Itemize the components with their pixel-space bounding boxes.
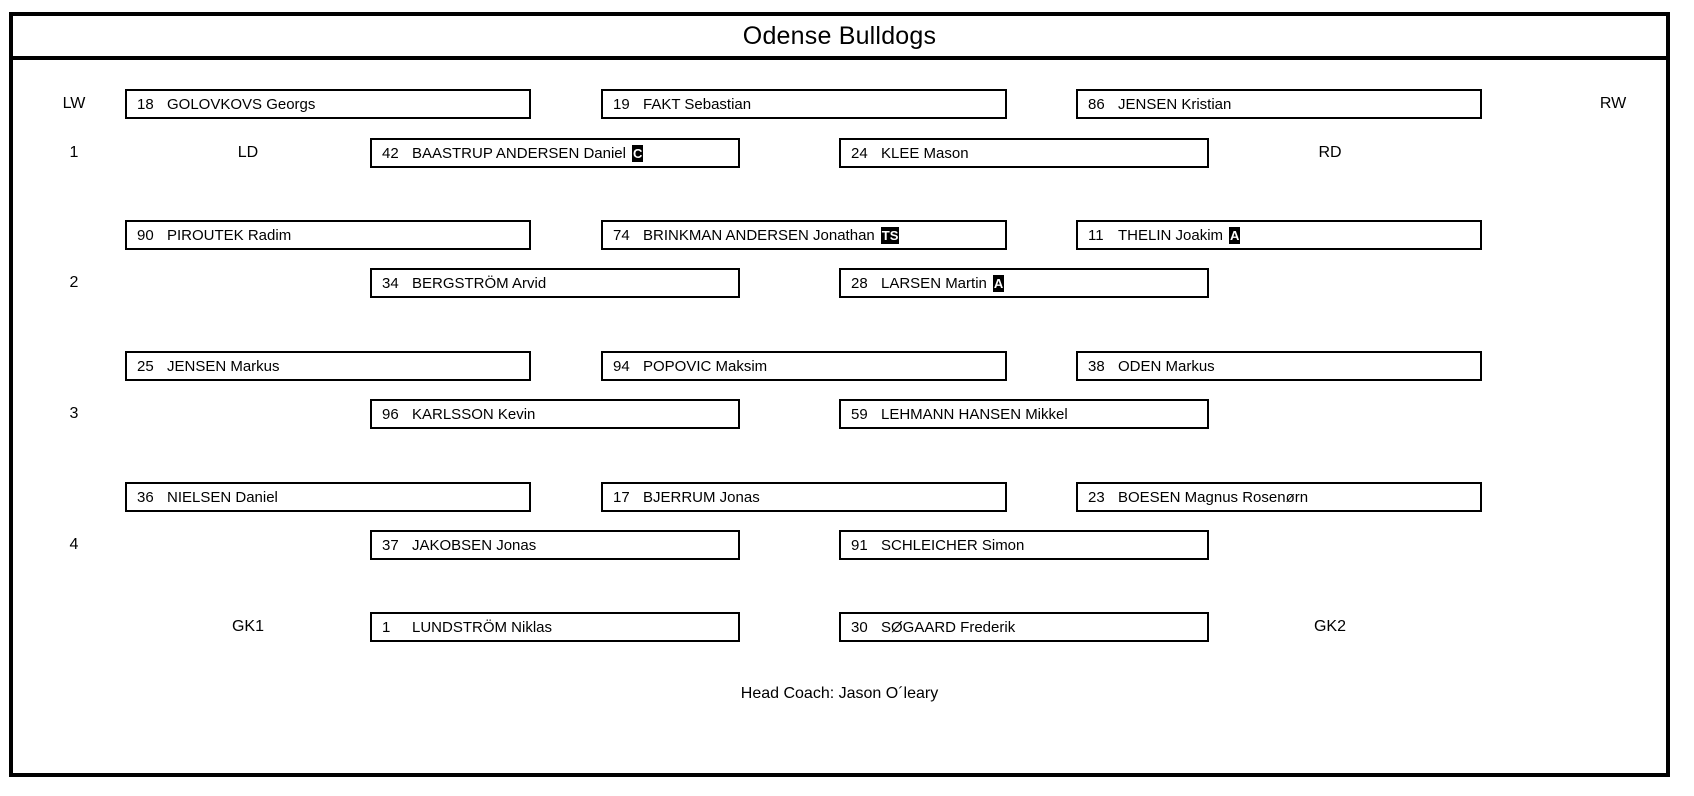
player-box[interactable]: 59 LEHMANN HANSEN Mikkel: [839, 399, 1209, 429]
player-jersey: 38: [1088, 357, 1105, 375]
player-name: SØGAARD Frederik: [881, 618, 1016, 636]
player-box[interactable]: 17 BJERRUM Jonas: [601, 482, 1007, 512]
player-box[interactable]: 24 KLEE Mason: [839, 138, 1209, 168]
player-jersey: 34: [382, 274, 399, 292]
player-box[interactable]: 90 PIROUTEK Radim: [125, 220, 531, 250]
line-number: 2: [69, 274, 79, 291]
player-jersey: 86: [1088, 95, 1105, 113]
player-name: KLEE Mason: [881, 144, 969, 162]
player-name: LARSEN Martin: [881, 274, 987, 292]
player-name: BAASTRUP ANDERSEN Daniel: [412, 144, 626, 162]
page-title: Odense Bulldogs: [742, 21, 937, 50]
player-jersey: 90: [137, 226, 154, 244]
player-name: JAKOBSEN Jonas: [412, 536, 537, 554]
position-label-gk2: GK2: [1313, 618, 1346, 635]
player-name: LUNDSTRÖM Niklas: [412, 618, 553, 636]
player-jersey: 96: [382, 405, 399, 423]
player-jersey: 36: [137, 488, 154, 506]
player-box[interactable]: 38 ODEN Markus: [1076, 351, 1482, 381]
player-jersey: 94: [613, 357, 630, 375]
player-jersey: 74: [613, 226, 630, 244]
player-name: THELIN Joakim: [1118, 226, 1224, 244]
player-jersey: 23: [1088, 488, 1105, 506]
player-name: SCHLEICHER Simon: [881, 536, 1025, 554]
player-name: LEHMANN HANSEN Mikkel: [881, 405, 1068, 423]
player-box[interactable]: 74 BRINKMAN ANDERSEN Jonathan TS: [601, 220, 1007, 250]
player-jersey: 25: [137, 357, 154, 375]
player-jersey: 37: [382, 536, 399, 554]
player-box[interactable]: 94 POPOVIC Maksim: [601, 351, 1007, 381]
goalie-box[interactable]: 1 LUNDSTRÖM Niklas: [370, 612, 740, 642]
player-box[interactable]: 25 JENSEN Markus: [125, 351, 531, 381]
position-label-lw: LW: [62, 95, 86, 112]
player-jersey: 1: [382, 618, 391, 636]
line-number: 3: [69, 405, 79, 422]
player-box[interactable]: 42 BAASTRUP ANDERSEN Daniel C: [370, 138, 740, 168]
player-box[interactable]: 19 FAKT Sebastian: [601, 89, 1007, 119]
line-number: 1: [69, 144, 79, 161]
player-name: BRINKMAN ANDERSEN Jonathan: [643, 226, 875, 244]
player-jersey: 91: [851, 536, 868, 554]
head-coach-text: Head Coach: Jason O´leary: [740, 685, 939, 702]
player-box[interactable]: 34 BERGSTRÖM Arvid: [370, 268, 740, 298]
player-box[interactable]: 37 JAKOBSEN Jonas: [370, 530, 740, 560]
alternate-captain-badge: A: [1229, 226, 1241, 244]
player-box[interactable]: 96 KARLSSON Kevin: [370, 399, 740, 429]
player-box[interactable]: 18 GOLOVKOVS Georgs: [125, 89, 531, 119]
position-label-gk1: GK1: [231, 618, 264, 635]
player-jersey: 24: [851, 144, 868, 162]
player-jersey: 17: [613, 488, 630, 506]
player-box[interactable]: 28 LARSEN Martin A: [839, 268, 1209, 298]
player-box[interactable]: 91 SCHLEICHER Simon: [839, 530, 1209, 560]
player-jersey: 11: [1088, 226, 1104, 244]
player-jersey: 28: [851, 274, 868, 292]
position-label-rw: RW: [1599, 95, 1627, 112]
player-jersey: 59: [851, 405, 868, 423]
player-name: POPOVIC Maksim: [643, 357, 768, 375]
captain-badge: C: [631, 144, 644, 162]
player-name: BOESEN Magnus Rosenørn: [1118, 488, 1309, 506]
position-label-ld: LD: [237, 144, 259, 161]
line-number: 4: [69, 536, 79, 553]
player-name: JENSEN Markus: [167, 357, 280, 375]
roster-area: LW RW 18 GOLOVKOVS Georgs 19 FAKT Sebast…: [13, 60, 1666, 773]
player-name: JENSEN Kristian: [1118, 95, 1232, 113]
player-jersey: 30: [851, 618, 868, 636]
player-box[interactable]: 11 THELIN Joakim A: [1076, 220, 1482, 250]
alternate-captain-badge: A: [992, 274, 1005, 292]
title-bar: Odense Bulldogs: [13, 16, 1666, 60]
player-name: NIELSEN Daniel: [167, 488, 278, 506]
player-box[interactable]: 86 JENSEN Kristian: [1076, 89, 1482, 119]
player-name: ODEN Markus: [1118, 357, 1215, 375]
player-name: BJERRUM Jonas: [643, 488, 760, 506]
player-jersey: 18: [137, 95, 154, 113]
lineup-sheet: Odense Bulldogs LW RW 18 GOLOVKOVS Georg…: [9, 12, 1670, 777]
player-name: KARLSSON Kevin: [412, 405, 536, 423]
player-box[interactable]: 36 NIELSEN Daniel: [125, 482, 531, 512]
player-name: FAKT Sebastian: [643, 95, 752, 113]
player-jersey: 19: [613, 95, 630, 113]
position-label-rd: RD: [1318, 144, 1342, 161]
player-jersey: 42: [382, 144, 399, 162]
team-staff-badge: TS: [880, 226, 900, 244]
player-name: PIROUTEK Radim: [167, 226, 292, 244]
player-name: GOLOVKOVS Georgs: [167, 95, 316, 113]
player-name: BERGSTRÖM Arvid: [412, 274, 547, 292]
goalie-box[interactable]: 30 SØGAARD Frederik: [839, 612, 1209, 642]
player-box[interactable]: 23 BOESEN Magnus Rosenørn: [1076, 482, 1482, 512]
